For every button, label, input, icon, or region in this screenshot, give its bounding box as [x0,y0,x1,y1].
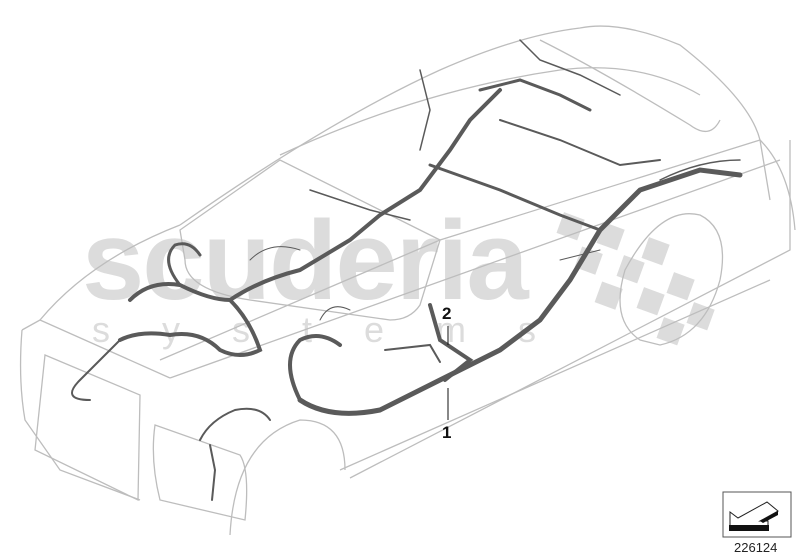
watermark-subtext: systems [92,309,589,350]
arrow-back-icon[interactable] [722,491,792,538]
callout-2[interactable]: 2 [442,304,452,323]
car-body-outline [19,25,796,536]
diagram-id: 226124 [734,540,778,555]
checkered-flag-watermark [556,212,715,346]
harness-section-2 [428,303,474,382]
callout-1[interactable]: 1 [442,423,452,442]
main-harness-1 [297,167,743,416]
wiring-harness [71,39,743,501]
